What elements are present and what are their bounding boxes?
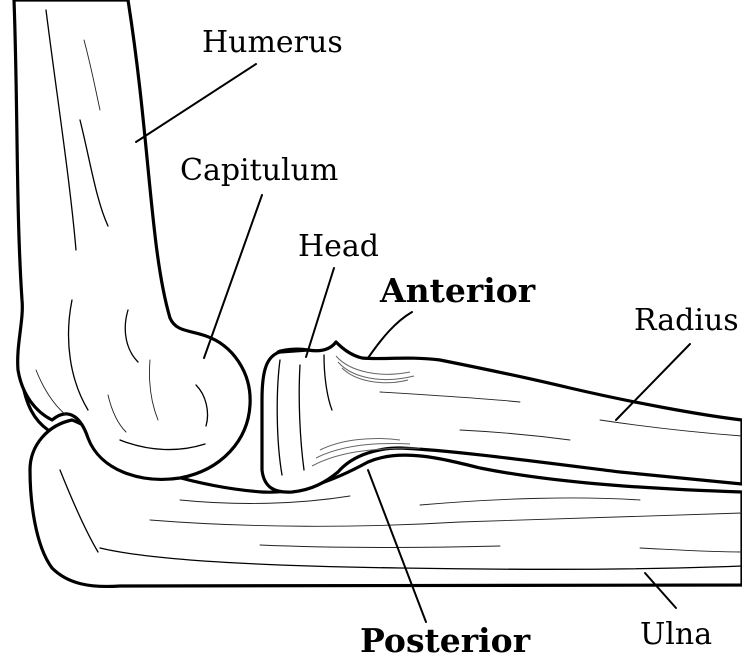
label-capitulum: Capitulum: [180, 153, 338, 188]
label-ulna: Ulna: [640, 617, 712, 652]
humerus-leader: [136, 64, 256, 142]
head-leader: [306, 268, 334, 357]
label-humerus: Humerus: [202, 25, 343, 60]
label-posterior: Posterior: [360, 621, 531, 660]
capitulum-leader: [204, 195, 262, 358]
anterior-leader: [368, 312, 412, 358]
label-radius: Radius: [634, 303, 739, 338]
humerus-bone: [14, 0, 250, 479]
label-head: Head: [298, 229, 379, 264]
label-anterior: Anterior: [379, 271, 536, 310]
